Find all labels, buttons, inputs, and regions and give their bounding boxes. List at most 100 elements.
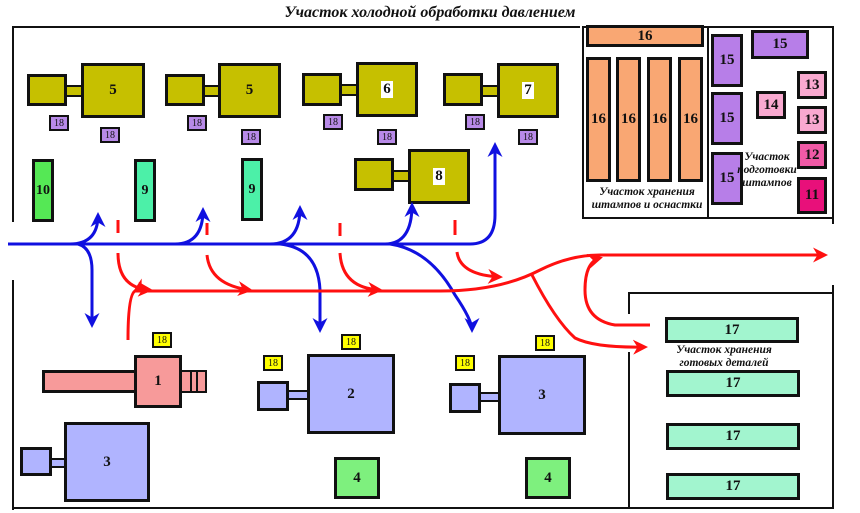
machine-3b: 3 — [498, 355, 586, 435]
red-branch — [455, 251, 503, 284]
tag-18: 18 — [187, 115, 207, 131]
red-to-finished — [530, 274, 648, 355]
station-12-label: 12 — [804, 146, 820, 163]
station-10-label: 10 — [36, 182, 50, 198]
machine-3a-motor — [20, 447, 52, 476]
station-9a-label: 9 — [141, 182, 149, 198]
storage-17-label: 17 — [725, 428, 741, 444]
tag-18: 18 — [465, 114, 485, 130]
finished-storage-label-line2: готовых деталей — [679, 357, 769, 369]
red-flow — [116, 220, 828, 355]
wall-finished-top — [628, 292, 834, 294]
storage-16-label: 16 — [621, 111, 636, 127]
machine-3a: 3 — [64, 422, 150, 502]
wall-die-area-right — [832, 26, 834, 224]
wall-finished-right — [832, 285, 834, 509]
station-13: 13 — [797, 106, 827, 134]
tag-18: 18 — [455, 355, 475, 371]
press-8-label: 8 — [433, 168, 445, 185]
station-10: 10 — [32, 159, 54, 222]
wall-left-lower — [12, 280, 14, 510]
tag-18: 18 — [323, 114, 343, 130]
finished-storage-label-line1: Участок хранения — [676, 344, 772, 356]
red-input-machine-1 — [126, 278, 150, 341]
rack-15: 15 — [711, 152, 743, 205]
press-6: 6 — [356, 62, 418, 117]
red-branch — [338, 252, 383, 297]
station-9b: 9 — [241, 158, 263, 221]
storage-16: 16 — [616, 57, 641, 182]
press-7-label: 7 — [522, 82, 534, 99]
station-13-label: 13 — [804, 111, 820, 128]
station-9b-label: 9 — [248, 181, 256, 197]
station-13-label: 13 — [804, 76, 820, 93]
station-4b: 4 — [525, 457, 571, 499]
press-6-label: 6 — [381, 81, 393, 98]
tag-18: 18 — [152, 332, 172, 348]
storage-16: 16 — [647, 57, 672, 182]
storage-17-label: 17 — [725, 375, 741, 391]
machine-2-label: 2 — [347, 385, 355, 402]
press-5a-motor — [27, 74, 67, 106]
tag-18: 18 — [263, 355, 283, 371]
station-9a: 9 — [134, 159, 156, 222]
die-prep-label: Участок подготовки штампов — [732, 151, 802, 190]
rack-15-label: 15 — [719, 52, 735, 68]
die-prep-label-line2: подготовки — [737, 164, 797, 176]
tag-18: 18 — [377, 129, 397, 145]
station-12: 12 — [797, 141, 827, 169]
blue-branch-up — [174, 207, 211, 246]
blue-flow — [8, 142, 503, 333]
storage-16: 16 — [678, 57, 703, 182]
blue-branch-up — [69, 212, 106, 246]
wall-finished-left-lower — [628, 352, 630, 508]
die-storage-label: Участок хранения штампов и оснастки — [584, 186, 710, 212]
machine-1: 1 — [134, 355, 182, 408]
storage-17: 17 — [665, 317, 799, 343]
rack-15: 15 — [751, 30, 809, 59]
tag-18: 18 — [49, 115, 69, 131]
machine-1-end-divider — [190, 370, 198, 393]
storage-17: 17 — [666, 473, 800, 500]
rack-15: 15 — [711, 92, 743, 145]
wall-top — [12, 26, 580, 28]
storage-16-label: 16 — [591, 111, 606, 127]
tag-18: 18 — [241, 129, 261, 145]
storage-17: 17 — [666, 370, 800, 397]
machine-3a-label: 3 — [103, 453, 111, 470]
storage-16-label: 16 — [683, 111, 698, 127]
blue-branch-down — [279, 242, 328, 333]
blue-branch-down — [389, 242, 480, 333]
tag-18: 18 — [100, 127, 120, 143]
rack-15-label: 15 — [772, 36, 788, 52]
die-prep-label-line1: Участок — [744, 151, 790, 163]
machine-2: 2 — [307, 354, 395, 434]
plan-title: Участок холодной обработки давлением — [284, 4, 576, 21]
rack-15-label: 15 — [719, 110, 735, 126]
machine-1-label: 1 — [154, 373, 162, 389]
press-7: 7 — [497, 63, 559, 118]
press-8: 8 — [408, 149, 470, 204]
storage-16-label: 16 — [652, 111, 667, 127]
storage-16-top: 16 — [586, 25, 704, 47]
storage-16: 16 — [586, 57, 611, 182]
tag-18: 18 — [341, 334, 361, 350]
red-branch — [205, 254, 253, 296]
machine-3b-motor — [449, 383, 481, 413]
station-4a: 4 — [334, 457, 380, 499]
wall-left-upper — [12, 26, 14, 222]
die-prep-label-line3: штампов — [742, 177, 792, 189]
wall-die-area-bottom — [582, 217, 834, 219]
station-11-label: 11 — [804, 187, 820, 203]
blue-branch-up — [384, 202, 420, 246]
red-main-line — [135, 247, 828, 293]
press-5a-label: 5 — [109, 82, 117, 98]
station-4a-label: 4 — [353, 469, 361, 486]
rack-15: 15 — [711, 34, 743, 87]
station-11: 11 — [797, 177, 827, 214]
finished-storage-label: Участок хранения готовых деталей — [664, 344, 784, 370]
wall-die-area-left — [582, 26, 584, 219]
station-14-label: 14 — [763, 96, 779, 113]
wall-die-area-mid — [707, 26, 709, 219]
